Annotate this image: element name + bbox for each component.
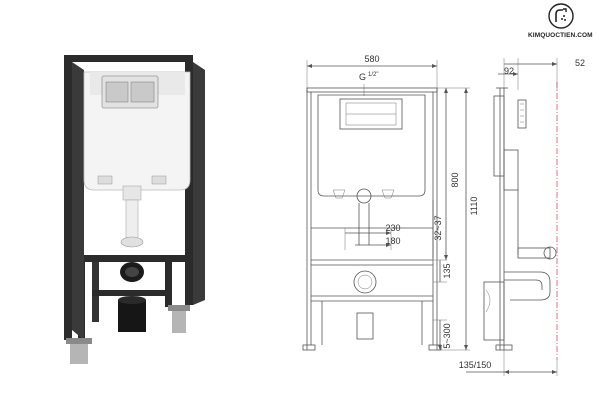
dim-32-37: 32~37 bbox=[433, 215, 443, 240]
dim-1110: 1110 bbox=[469, 197, 479, 216]
dim-135-150: 135/150 bbox=[459, 360, 492, 370]
dim-135: 135 bbox=[442, 263, 452, 278]
brand-name: KIMQUOCTIEN.COM bbox=[528, 32, 593, 39]
dim-92: 92 bbox=[504, 66, 514, 76]
side-view-drawing: 52 92 135/150 bbox=[459, 58, 585, 376]
kimquoctien-logo-icon bbox=[548, 3, 574, 29]
pipe-fraction: 1/2" bbox=[368, 72, 378, 78]
dim-230: 230 bbox=[385, 223, 400, 233]
dim-52: 52 bbox=[575, 58, 585, 68]
pipe-label-g: G bbox=[359, 72, 366, 82]
product-frame-illustration bbox=[64, 55, 205, 364]
front-view-drawing: 580 G 1/2" bbox=[302, 54, 479, 351]
dim-5-300: 5~300 bbox=[442, 323, 452, 348]
dim-580: 580 bbox=[364, 54, 379, 64]
dim-180: 180 bbox=[385, 236, 400, 246]
dim-800: 800 bbox=[450, 172, 460, 187]
